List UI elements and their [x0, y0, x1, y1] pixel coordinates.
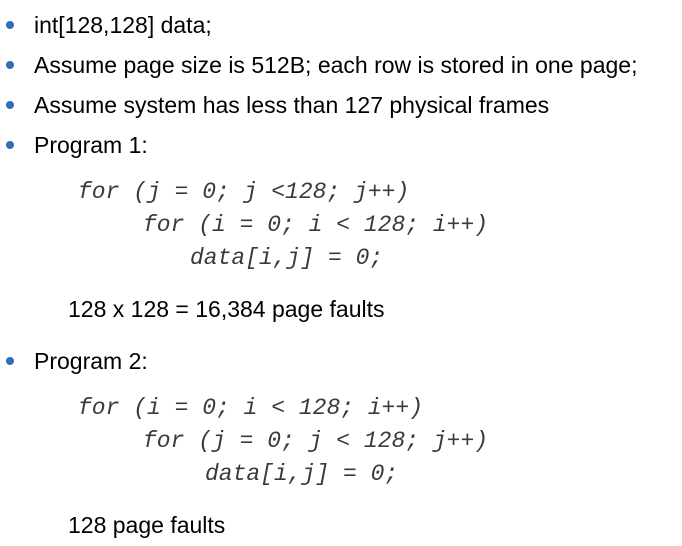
- bullet-text-frames: Assume system has less than 127 physical…: [34, 92, 550, 118]
- bullet-dot: [6, 61, 14, 69]
- bullet-dot: [6, 357, 14, 365]
- program-2-heading: Program 2:: [34, 348, 148, 374]
- bullet-dot: [6, 21, 14, 29]
- program-1-result: 128 x 128 = 16,384 page faults: [68, 296, 385, 322]
- bullet-text-page-size: Assume page size is 512B; each row is st…: [34, 52, 638, 78]
- program-2-code-line-1: for (i = 0; i < 128; i++): [78, 395, 424, 421]
- program-1-code-line-3: data[i,j] = 0;: [190, 245, 384, 271]
- program-2-code-line-3: data[i,j] = 0;: [205, 461, 399, 487]
- bullet-dot: [6, 141, 14, 149]
- bullet-dot: [6, 101, 14, 109]
- program-1-code-line-1: for (j = 0; j <128; j++): [78, 179, 410, 205]
- program-2-code-line-2: for (j = 0; j < 128; j++): [143, 428, 489, 454]
- program-2-result: 128 page faults: [68, 512, 226, 538]
- program-1-heading: Program 1:: [34, 132, 148, 158]
- program-1-code-line-2: for (i = 0; i < 128; i++): [143, 212, 489, 238]
- bullet-text-declaration: int[128,128] data;: [34, 12, 212, 38]
